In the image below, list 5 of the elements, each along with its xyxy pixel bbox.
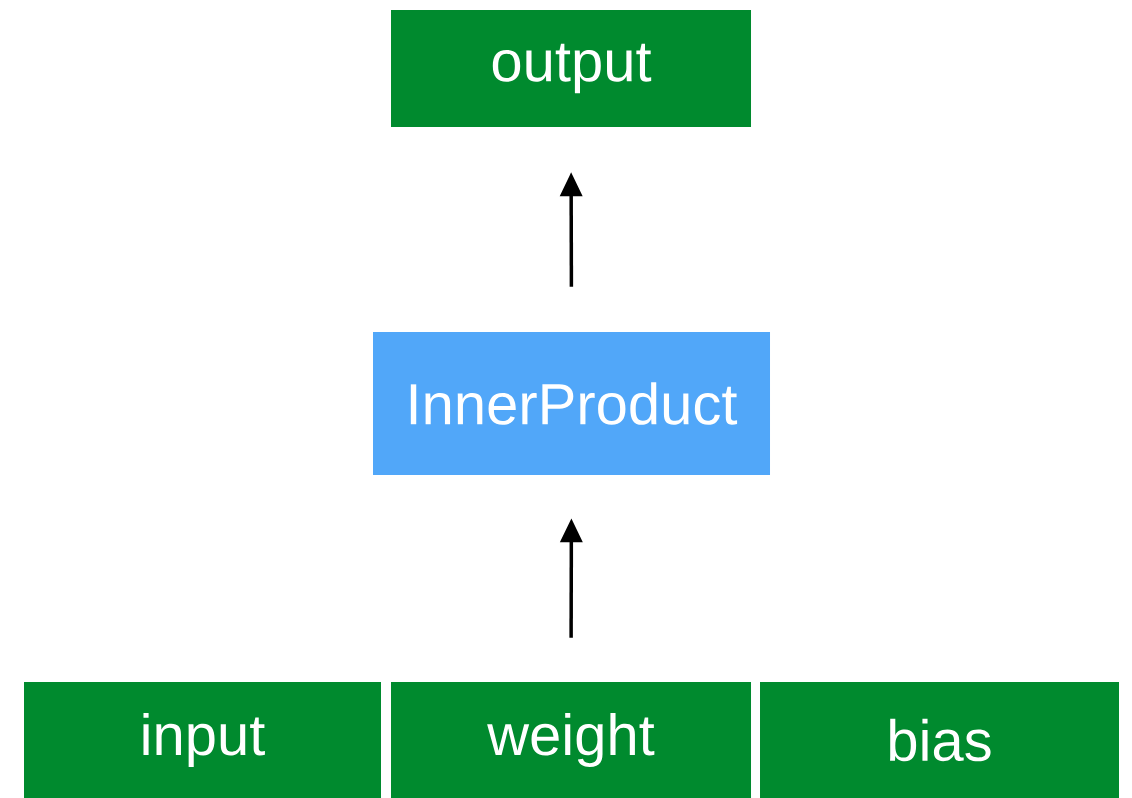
data-box: bias xyxy=(760,682,1119,798)
layer-box: InnerProduct xyxy=(373,332,770,475)
data-box: output xyxy=(391,10,751,127)
data-box: weight xyxy=(391,682,751,798)
data-box: input xyxy=(24,682,381,798)
